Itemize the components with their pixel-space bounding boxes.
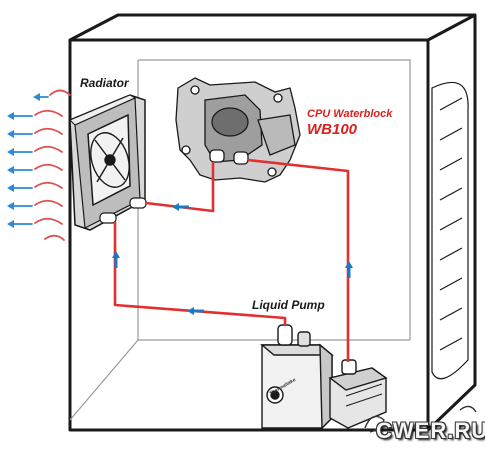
pc-case bbox=[68, 13, 477, 432]
case-side-vents bbox=[431, 81, 469, 380]
flow-arrow-icon bbox=[345, 261, 353, 278]
radiator-fittings bbox=[99, 197, 147, 224]
flow-arrow-icon bbox=[112, 251, 120, 268]
tube-cpu-to-pump bbox=[247, 158, 350, 362]
radiator bbox=[69, 94, 147, 231]
model-label: WB100 bbox=[307, 121, 358, 138]
radiator-label: Radiator bbox=[80, 76, 129, 90]
liquid-pump-label: Liquid Pump bbox=[252, 298, 325, 312]
tube-radiator-to-cpu bbox=[145, 162, 215, 213]
air-flow-arrows bbox=[7, 89, 71, 241]
flow-arrow-icon bbox=[187, 307, 204, 315]
cpu-waterblock bbox=[175, 77, 301, 183]
flow-arrows bbox=[112, 203, 353, 315]
cpu-waterblock-label: CPU Waterblock bbox=[307, 108, 393, 120]
watermark-text: CWER.RU bbox=[376, 418, 485, 443]
fan-icon bbox=[90, 132, 130, 188]
flow-arrow-icon bbox=[172, 203, 189, 211]
liquid-pump bbox=[260, 324, 388, 430]
watermark-logo-icon bbox=[364, 405, 477, 433]
